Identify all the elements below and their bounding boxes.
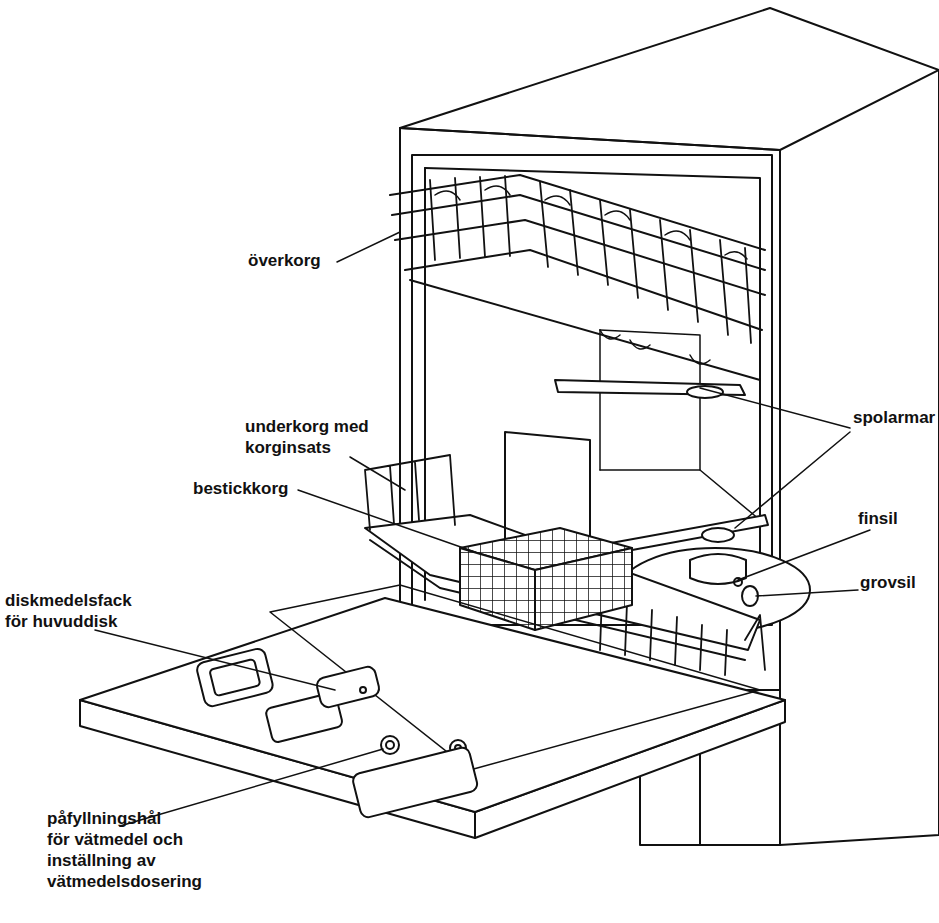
open-door [80, 585, 785, 838]
part-label: överkorg [248, 250, 368, 271]
upper-spray-arm [555, 380, 745, 398]
part-label: finsil [858, 508, 938, 529]
part-label: påfyllningshål för vätmedel och inställn… [47, 808, 186, 892]
part-label: underkorg med korginsats [245, 416, 385, 458]
part-label: bestickkorg [193, 478, 323, 499]
upper-basket [390, 175, 765, 380]
cutlery-basket [460, 432, 632, 630]
part-label: grovsil [860, 572, 939, 593]
leader-lines [95, 232, 870, 826]
part-label: spolarmar [853, 407, 939, 428]
part-label: diskmedelsfack för huvuddisk [5, 590, 145, 632]
